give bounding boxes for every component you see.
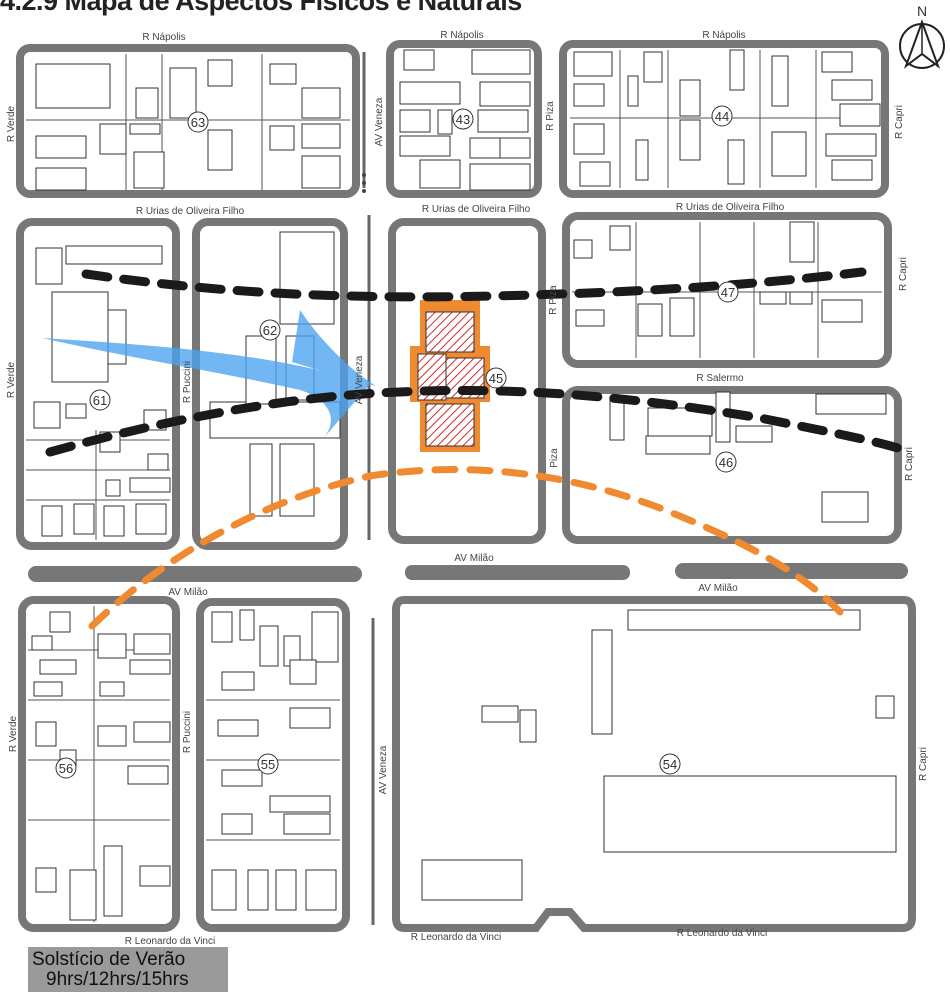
- project-site: [410, 300, 490, 452]
- block-badge-63: 63: [187, 111, 209, 133]
- street-label-leonardo-east: R Leonardo da Vinci: [677, 928, 767, 939]
- block-badge-62: 62: [259, 319, 281, 341]
- block-badge-56: 56: [55, 757, 77, 779]
- block-badge-47: 47: [717, 281, 739, 303]
- block-badge-43: 43: [452, 108, 474, 130]
- block-47: [562, 212, 892, 368]
- svg-text:62: 62: [263, 323, 277, 338]
- svg-text:43: 43: [456, 112, 470, 127]
- street-label-veneza-center: AV Veneza: [354, 355, 365, 404]
- median-marker: [362, 173, 366, 177]
- svg-text:N: N: [917, 3, 927, 19]
- block-badge-54: 54: [659, 753, 681, 775]
- street-label-puccini-south: R Puccini: [182, 711, 193, 753]
- block-badge-45: 45: [485, 367, 507, 389]
- page-title: 4.2.9 Mapa de Aspectos Físicos e Naturai…: [0, 0, 522, 16]
- street-label-capri-south: R Capri: [904, 447, 915, 481]
- legend: Solstício de Verão 9hrs/12hrs/15hrs: [28, 947, 228, 992]
- svg-text:46: 46: [719, 455, 733, 470]
- north-arrow-icon: N: [899, 3, 945, 69]
- street-label-salermo: R Salermo: [696, 373, 744, 384]
- street-label-capri-center: R Capri: [898, 257, 909, 291]
- street-label-verde-south: R Verde: [8, 715, 19, 752]
- street-label-verde-center: R Verde: [6, 361, 17, 398]
- street-label-puccini-center: R Puccini: [182, 361, 193, 403]
- svg-text:45: 45: [489, 371, 503, 386]
- svg-text:63: 63: [191, 115, 205, 130]
- street-label-veneza-north: AV Veneza: [374, 97, 385, 146]
- block-63: [16, 44, 360, 198]
- median-marker: [362, 189, 366, 193]
- street-label-veneza-south: AV Veneza: [378, 745, 389, 794]
- shadow-path-south: [45, 385, 903, 457]
- block-56: [18, 596, 180, 932]
- sun-path: [88, 466, 844, 630]
- legend-line-2: 9hrs/12hrs/15hrs: [46, 969, 189, 990]
- street-label-piza-south: Piza: [549, 448, 560, 468]
- shadow-path-north: [81, 267, 867, 302]
- block-badge-46: 46: [715, 451, 737, 473]
- block-badge-61: 61: [89, 389, 111, 411]
- block-61: [16, 218, 180, 550]
- svg-text:55: 55: [261, 757, 275, 772]
- street-label-milao-west: AV Milão: [168, 587, 208, 598]
- svg-text:44: 44: [715, 109, 729, 124]
- svg-text:61: 61: [93, 393, 107, 408]
- median-marker: [362, 181, 366, 185]
- street-label-verde-north: R Verde: [6, 105, 17, 142]
- svg-text:47: 47: [721, 285, 735, 300]
- road-av-milao-center: [405, 565, 630, 580]
- block-badge-55: 55: [257, 753, 279, 775]
- wind-arrow: [42, 310, 376, 440]
- block-62: [192, 218, 348, 550]
- street-label-leonardo-center: R Leonardo da Vinci: [411, 932, 501, 943]
- svg-text:56: 56: [59, 761, 73, 776]
- street-label-capri-far-south: R Capri: [918, 747, 929, 781]
- street-label-napolis-center: R Nápolis: [440, 30, 483, 41]
- svg-text:54: 54: [663, 757, 677, 772]
- block-54: [392, 596, 916, 932]
- street-label-milao-center: AV Milão: [454, 553, 494, 564]
- street-label-milao-east: AV Milão: [698, 583, 738, 594]
- road-av-milao-west: [28, 566, 362, 582]
- street-label-urias-center: R Urias de Oliveira Filho: [422, 204, 531, 215]
- street-label-leonardo-west: R Leonardo da Vinci: [125, 936, 215, 947]
- street-label-capri-north: R Capri: [894, 105, 905, 139]
- block-badge-44: 44: [711, 105, 733, 127]
- road-av-milao-east: [675, 563, 908, 579]
- street-label-urias-east: R Urias de Oliveira Filho: [676, 202, 785, 213]
- street-label-urias-west: R Urias de Oliveira Filho: [136, 206, 245, 217]
- legend-line-1: Solstício de Verão: [32, 949, 186, 970]
- street-label-piza-center: R Piza: [548, 285, 559, 315]
- street-label-napolis-west: R Nápolis: [142, 32, 185, 43]
- street-label-piza-north: R Piza: [545, 101, 556, 131]
- street-label-napolis-east: R Nápolis: [702, 30, 745, 41]
